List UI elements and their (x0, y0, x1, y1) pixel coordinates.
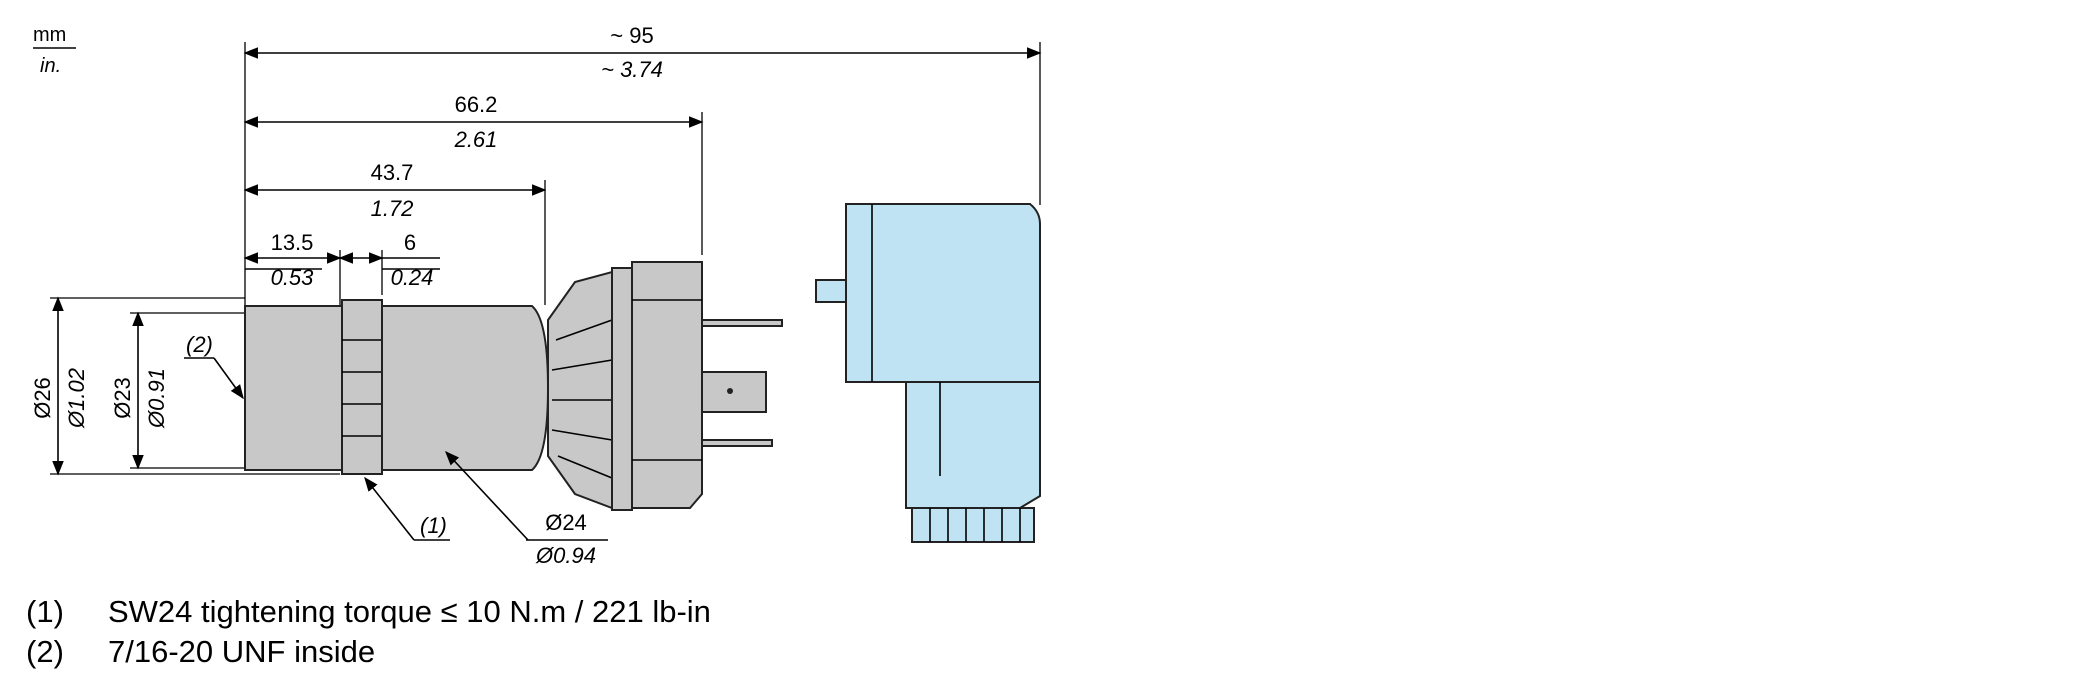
footnote-1-number: (1) (26, 594, 64, 629)
pin-hole (727, 388, 733, 394)
hex-nut (341, 299, 383, 475)
connector-pin-ground (701, 371, 767, 413)
dim-body-mm: 43.7 (371, 160, 414, 185)
fin-1 (555, 319, 613, 341)
fin-5 (557, 455, 613, 479)
dim-body-dia-in: Ø0.94 (535, 543, 596, 568)
dim-hex-mm: 6 (404, 230, 416, 255)
connector-pin-top (701, 319, 783, 327)
dim-outer-dia-mm: Ø26 (30, 377, 55, 419)
dim-outer-dia-in: Ø1.02 (64, 368, 89, 429)
dim-overall-mm: ~ 95 (610, 23, 653, 48)
footnote-2: (2) 7/16-20 UNF inside (26, 632, 711, 672)
plug-screw (815, 279, 847, 303)
callout-2-leader (213, 357, 244, 400)
dim-body-in: 1.72 (371, 196, 414, 221)
connector-pin-bottom (701, 439, 773, 447)
dim-thread-in: 0.53 (271, 265, 315, 290)
connector-flange (611, 267, 633, 511)
connector-base (631, 261, 703, 509)
plug-neck (905, 381, 1041, 509)
footnote-1: (1) SW24 tightening torque ≤ 10 N.m / 22… (26, 592, 711, 632)
fin-2 (551, 359, 613, 371)
footnote-1-text: SW24 tightening torque ≤ 10 N.m / 221 lb… (108, 594, 711, 629)
dim-body-dia-mm: Ø24 (545, 510, 587, 535)
unit-inch: in. (40, 55, 61, 77)
dim-overall-in: ~ 3.74 (601, 57, 663, 82)
unit-mm: mm (33, 24, 66, 46)
sensor-body (381, 305, 550, 471)
footnote-2-number: (2) (26, 634, 64, 669)
dim-connector-in: 2.61 (454, 127, 498, 152)
callout-1-leader (364, 476, 415, 541)
callout-2: (2) (186, 332, 213, 357)
fin-4 (551, 429, 613, 441)
body-dia-leader (445, 450, 529, 541)
callout-1: (1) (420, 513, 447, 538)
dim-thread-dia-mm: Ø23 (110, 377, 135, 419)
dim-connector-mm: 66.2 (455, 92, 498, 117)
footnote-2-text: 7/16-20 UNF inside (108, 634, 376, 669)
cable-gland (911, 507, 1035, 543)
dim-thread-mm: 13.5 (271, 230, 314, 255)
plug-housing (845, 203, 1041, 383)
cooling-fins (547, 270, 613, 510)
dim-thread-dia-in: Ø0.91 (144, 368, 169, 429)
dim-hex-in: 0.24 (391, 265, 434, 290)
threaded-port (244, 305, 343, 471)
footnotes: (1) SW24 tightening torque ≤ 10 N.m / 22… (26, 592, 711, 672)
